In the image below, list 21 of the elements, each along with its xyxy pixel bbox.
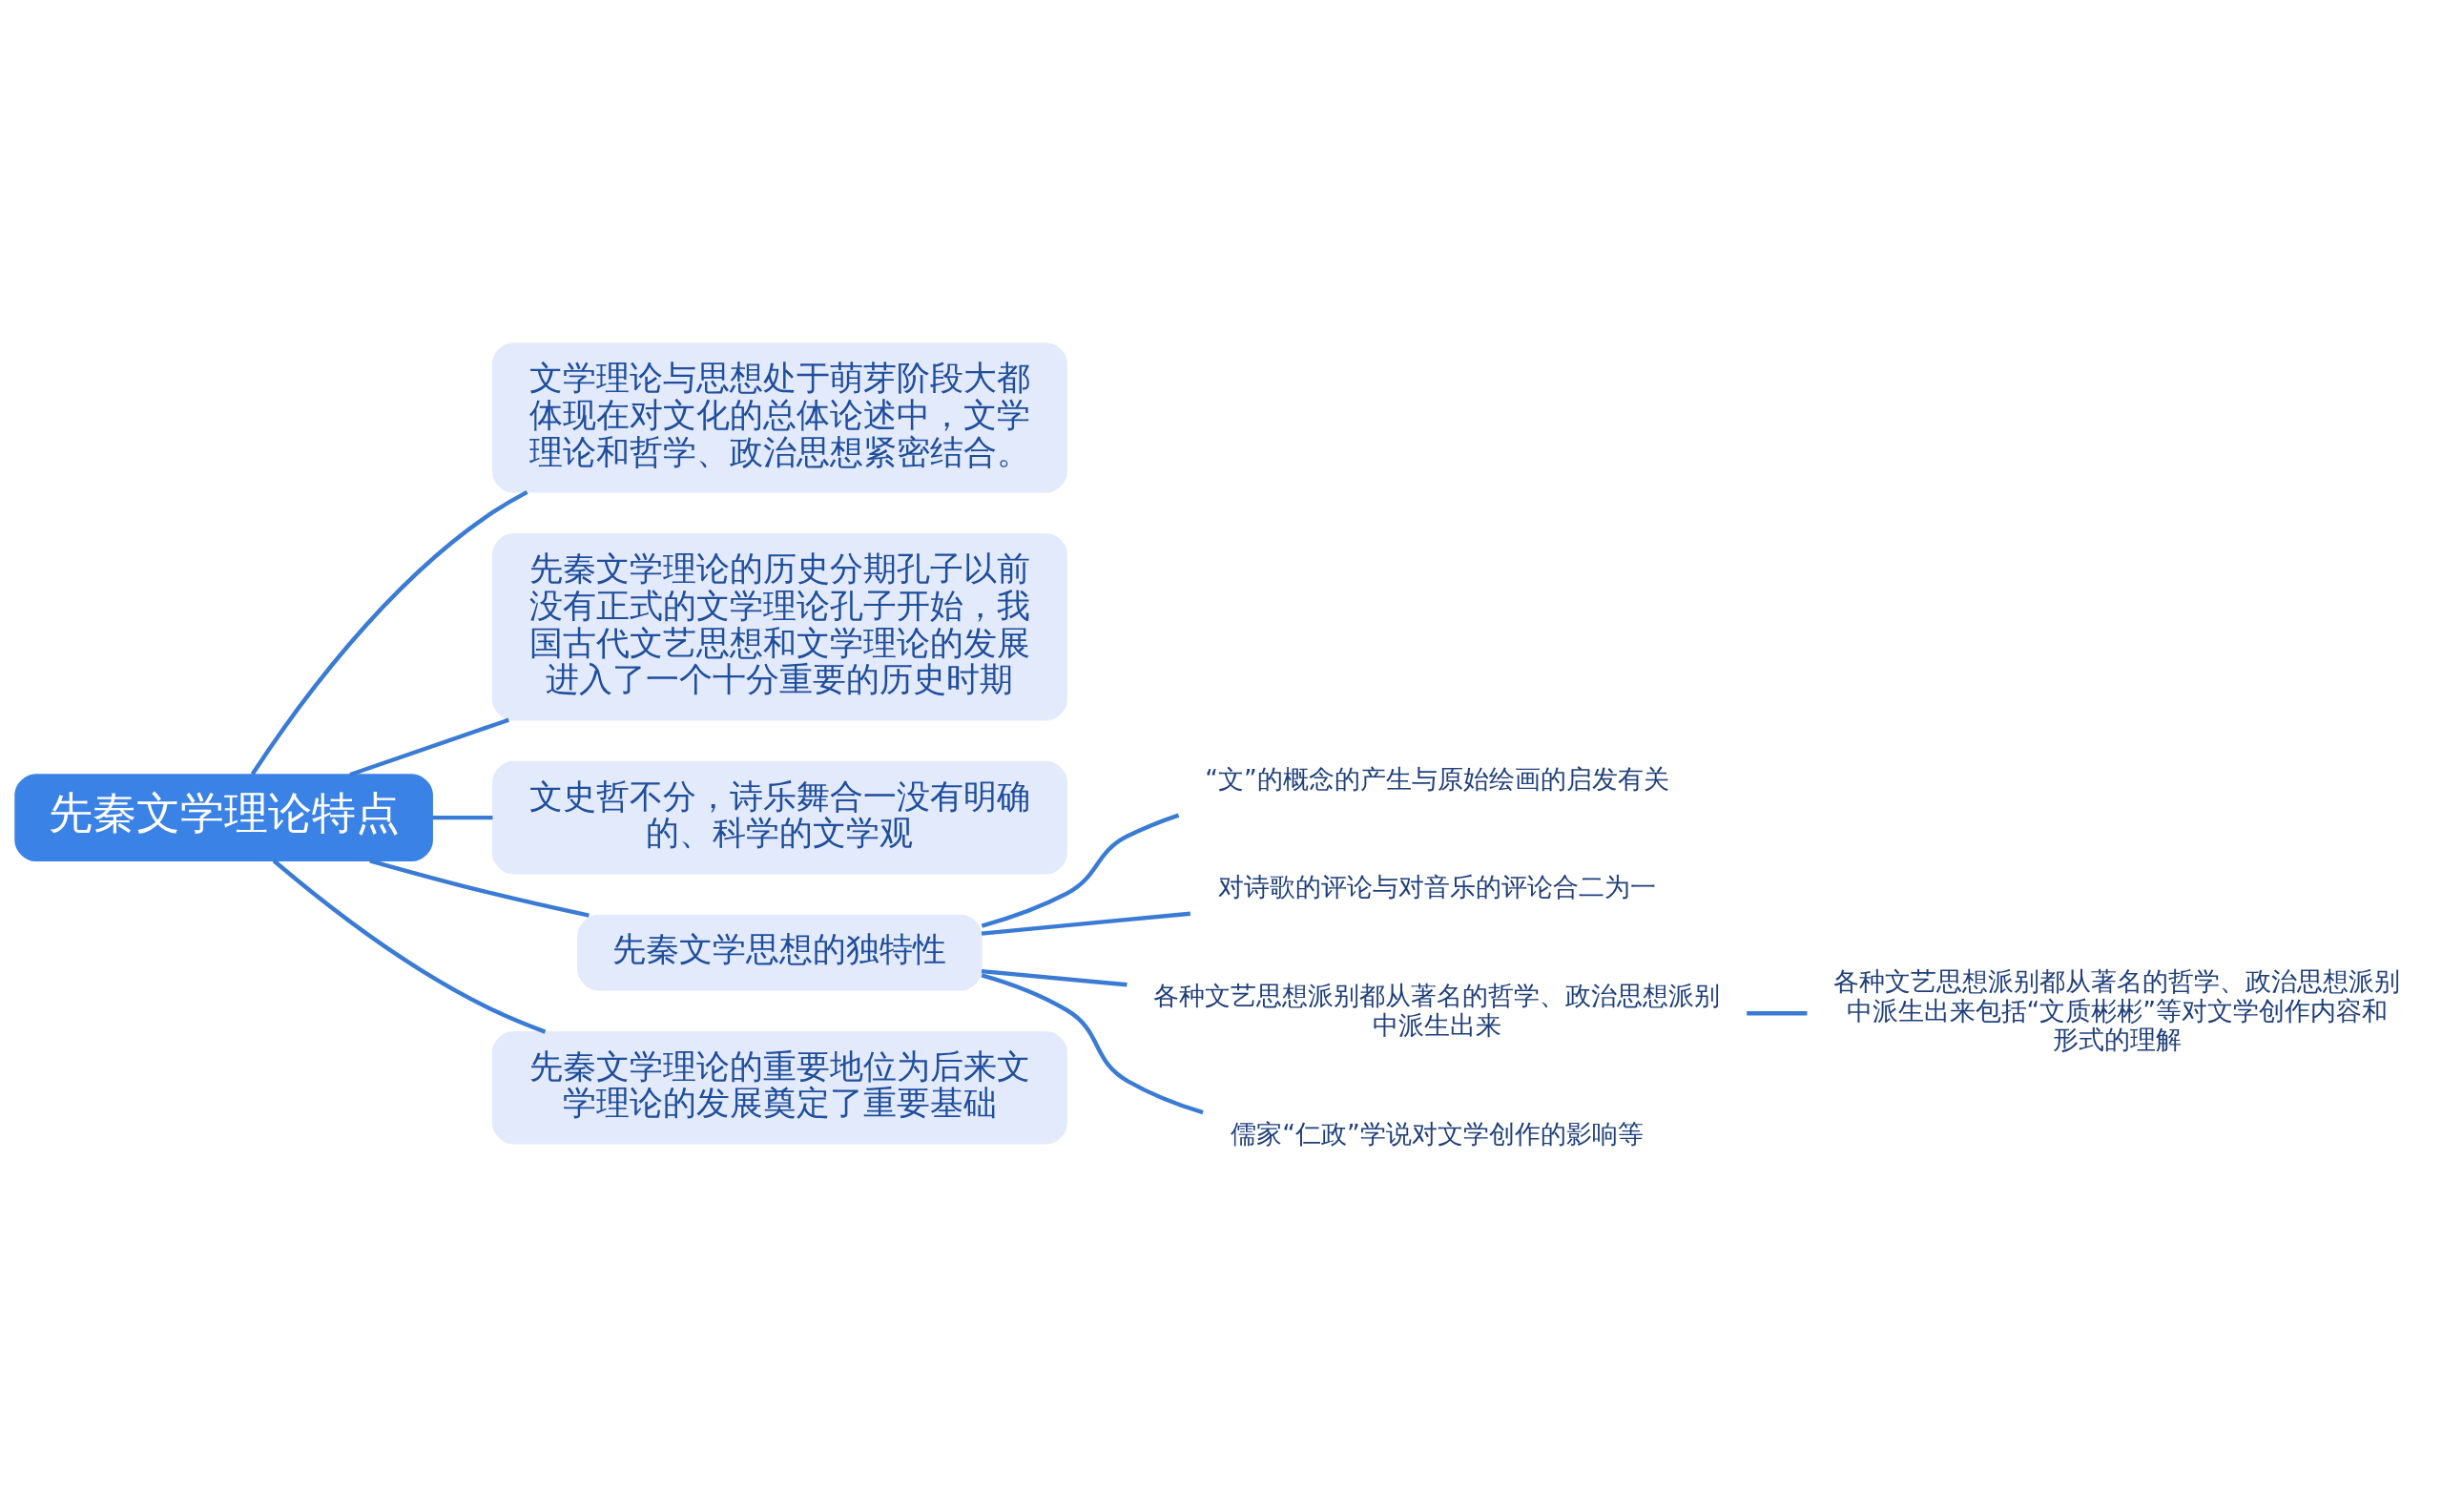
connector [432,815,493,819]
connector [369,858,590,918]
node-box: 文史哲不分，诗乐舞合一没有明确的、科学的文学观 [491,760,1068,874]
node-box: 文学理论与思想处于萌芽阶段大都体现在对文化的总体论述中，文学理论和哲学、政治思想紧密结合。 [491,342,1068,493]
connector [250,489,528,776]
connector [981,968,1128,986]
connector [981,911,1191,936]
node-box: 先秦文学思想的独特性 [577,914,983,990]
connector [1747,1010,1808,1015]
node-box: 先秦文学理论特点 [14,773,433,861]
node-text: “文”的概念的产生与原始绘画的启发有关 [1205,763,1669,794]
connector [981,972,1204,1114]
node-text: 对诗歌的评论与对音乐的评论合二为一 [1217,871,1656,901]
connector [272,859,547,1034]
node-text: 儒家“仁政”学说对文学创作的影响等 [1231,1118,1644,1149]
connector [349,717,510,777]
node-text: 各种文艺思想派别都从著名的哲学、政治思想派别中派生出来 [1153,980,1721,1040]
node-box: 先秦文学理论的重要地位为后来文学理论的发展奠定了重要基础 [491,1030,1068,1144]
connector [981,812,1180,928]
node-box: 先秦文学理论的历史分期孔子以前没有正式的文学理论孔子开始，我国古代文艺思想和文学理论的发展进入了一个十分重要的历史时期 [491,532,1068,720]
node-text: 各种文艺思想派别都从著名的哲学、政治思想派别中派生出来包括“文质彬彬”等对文学创作内容和形式的理解 [1833,965,2401,1054]
